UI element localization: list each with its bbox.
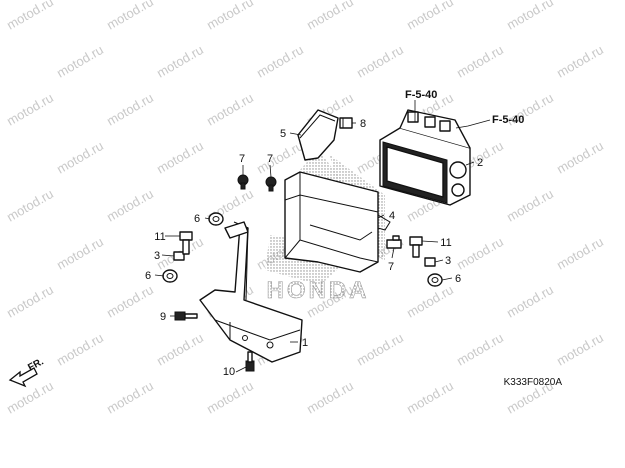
bolt-11b	[409, 236, 423, 258]
callout-6a: 6	[194, 213, 200, 225]
watermark-text: motod.ru	[204, 90, 256, 129]
cover-part-5	[297, 109, 339, 161]
watermark-text: motod.ru	[204, 0, 256, 33]
watermark-text: motod.ru	[4, 186, 56, 225]
callout-6b: 6	[145, 270, 151, 282]
watermark-text: motod.ru	[554, 42, 606, 81]
watermark-text: motod.ru	[104, 282, 156, 321]
diagram-code: K333F0820A	[504, 377, 563, 388]
watermark-text: motod.ru	[304, 378, 356, 417]
watermark-text: motod.ru	[104, 0, 156, 33]
honda-logo-text: HONDA	[267, 277, 370, 304]
callout-4: 4	[389, 210, 395, 222]
watermark-text: motod.ru	[554, 234, 606, 273]
watermark-text: motod.ru	[4, 378, 56, 417]
watermark-text: motod.ru	[154, 138, 206, 177]
callout-7b: 7	[267, 153, 273, 165]
watermark-text: motod.ru	[404, 282, 456, 321]
callout-11a: 11	[154, 231, 165, 243]
watermark-text: motod.ru	[254, 42, 306, 81]
watermark-text: motod.ru	[4, 282, 56, 321]
watermark-text: motod.ru	[54, 138, 106, 177]
watermark-text: motod.ru	[104, 378, 156, 417]
bracket-part-1	[199, 221, 303, 363]
grommet-6a	[208, 212, 224, 226]
watermark-text: motod.ru	[54, 330, 106, 369]
fastener-7b	[265, 176, 277, 192]
battery-box-part-4	[284, 171, 391, 273]
watermark-text: motod.ru	[104, 186, 156, 225]
watermark-text: motod.ru	[404, 378, 456, 417]
callout-3a: 3	[154, 250, 160, 262]
callout-1: 1	[302, 337, 308, 349]
watermark-text: motod.ru	[404, 0, 456, 33]
fastener-7c	[386, 235, 402, 249]
callout-2: 2	[477, 157, 483, 169]
watermark-text: motod.ru	[554, 330, 606, 369]
callout-8: 8	[360, 118, 366, 130]
watermark-text: motod.ru	[4, 90, 56, 129]
callout-9: 9	[160, 311, 166, 323]
watermark-text: motod.ru	[4, 0, 56, 33]
bolt-10	[245, 351, 255, 372]
callout-7c: 7	[388, 261, 394, 273]
leader-lines	[154, 100, 491, 373]
bolt-9	[174, 311, 198, 321]
abs-modulator-part-2	[379, 109, 471, 206]
watermark-text: motod.ru	[154, 42, 206, 81]
watermark-text: motod.ru	[104, 90, 156, 129]
watermark-text: motod.ru	[454, 234, 506, 273]
callout-3b: 3	[445, 255, 451, 267]
direction-label: FR.	[26, 356, 46, 373]
reference-label-right: F-5-40	[492, 114, 524, 126]
grommet-6c	[427, 273, 443, 287]
callout-6c: 6	[455, 273, 461, 285]
watermark-text: motod.ru	[454, 42, 506, 81]
reference-label-top: F-5-40	[405, 89, 437, 101]
callout-5: 5	[280, 128, 286, 140]
watermark-text: motod.ru	[54, 234, 106, 273]
watermark-text: motod.ru	[504, 0, 556, 33]
watermark-text: motod.ru	[154, 330, 206, 369]
watermark-text: motod.ru	[304, 0, 356, 33]
clip-part-8	[339, 117, 353, 129]
watermark-text: motod.ru	[504, 282, 556, 321]
watermark-text: motod.ru	[354, 330, 406, 369]
watermark-text: motod.ru	[454, 330, 506, 369]
watermark-text: motod.ru	[254, 138, 306, 177]
watermark-text: motod.ru	[204, 378, 256, 417]
watermark-text: motod.ru	[54, 42, 106, 81]
callout-7a: 7	[239, 153, 245, 165]
watermark-text: motod.ru	[554, 138, 606, 177]
grommet-6b	[162, 269, 178, 283]
callout-11b: 11	[440, 237, 451, 249]
callout-10: 10	[223, 366, 235, 378]
collar-3b	[424, 257, 436, 267]
watermark-text: motod.ru	[504, 186, 556, 225]
watermark-text: motod.ru	[354, 42, 406, 81]
